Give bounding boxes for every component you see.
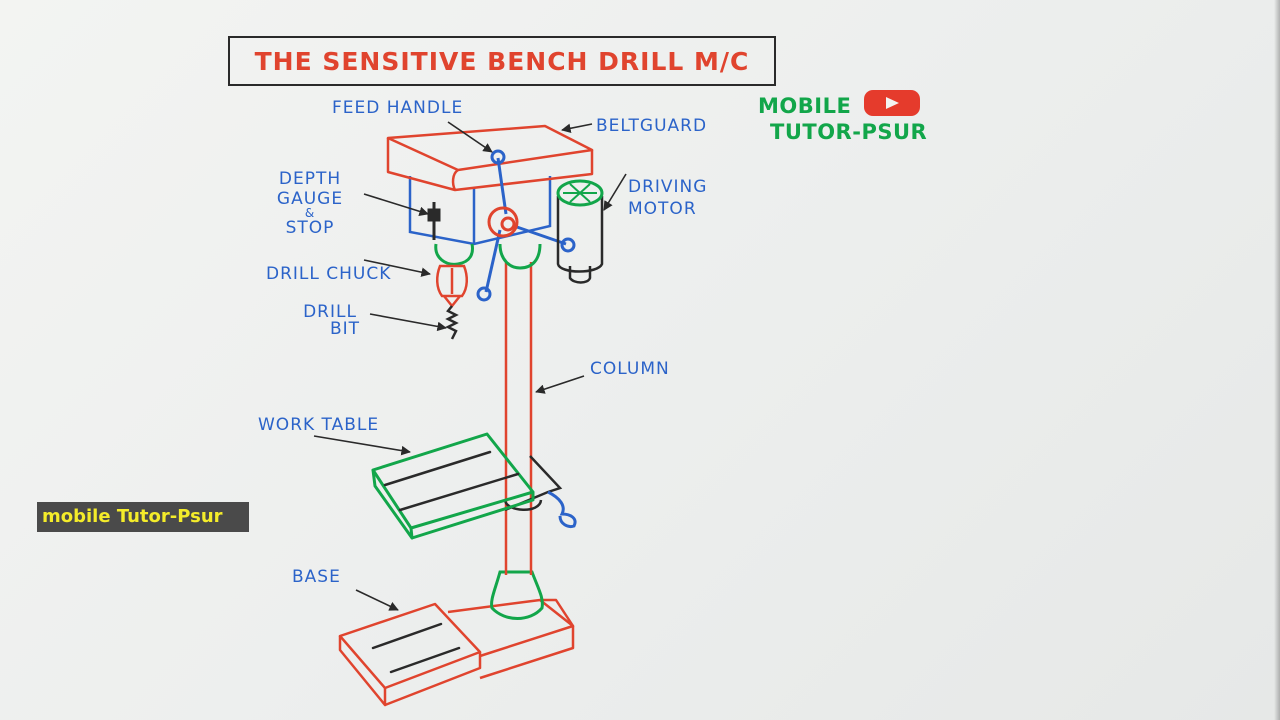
base-slots: [371, 622, 461, 674]
column-base-collar: [490, 570, 544, 620]
belt-guard: [386, 124, 594, 192]
column-head-collar: [498, 243, 542, 270]
label-depth-gauge: DEPTH GAUGE & STOP: [262, 169, 358, 238]
label-feed-handle: FEED HANDLE: [332, 98, 464, 118]
label-belt-guard: BELTGUARD: [596, 116, 708, 136]
leader-lines: [313, 121, 627, 611]
label-drill-chuck: DRILL CHUCK: [266, 264, 392, 284]
work-table: [371, 432, 535, 540]
label-drill-bit-line-2: BIT: [329, 319, 361, 339]
feed-handle: [476, 149, 576, 302]
label-drill-bit: DRILL BIT: [290, 304, 370, 338]
table-clamp-handle: [547, 490, 577, 528]
head-housing: [408, 176, 552, 246]
base: [338, 598, 575, 707]
label-driving-motor-line-2: MOTOR: [628, 199, 697, 220]
label-depth-gauge-line-1: DEPTH: [278, 169, 342, 189]
label-base: BASE: [292, 567, 341, 587]
label-depth-gauge-line-3: &: [304, 206, 316, 221]
feed-pinion: [487, 206, 519, 238]
label-work-table: WORK TABLE: [258, 415, 380, 435]
label-column: COLUMN: [590, 359, 670, 379]
spindle-collar: [434, 243, 474, 266]
work-table-slots: [383, 450, 520, 512]
brand-line-1: MOBILE: [758, 94, 852, 118]
brand-line-2: TUTOR-PSUR: [770, 120, 928, 144]
motor-fan: [556, 179, 604, 207]
feed-pinion-hub: [500, 216, 516, 232]
label-drill-bit-line-1: DRILL: [303, 302, 357, 322]
table-bracket: [503, 455, 563, 512]
column: [504, 262, 533, 575]
drill-chuck: [436, 264, 468, 309]
label-depth-gauge-line-4: STOP: [285, 217, 335, 238]
label-depth-gauge-line-2: GAUGE: [276, 188, 344, 209]
title-box: THE SENSITIVE BENCH DRILL M/C: [228, 36, 776, 86]
youtube-logo-icon: [864, 90, 920, 116]
label-driving-motor-line-1: DRIVING: [628, 177, 708, 197]
paper-edge: [1274, 0, 1280, 720]
motor-fan-blades: [563, 183, 597, 203]
depth-gauge: [427, 202, 441, 240]
watermark: mobile Tutor-Psur: [37, 502, 249, 532]
drill-bit: [445, 305, 459, 340]
label-driving-motor: DRIVING MOTOR: [628, 176, 707, 220]
page-title: THE SENSITIVE BENCH DRILL M/C: [254, 46, 750, 76]
driving-motor: [556, 196, 604, 284]
